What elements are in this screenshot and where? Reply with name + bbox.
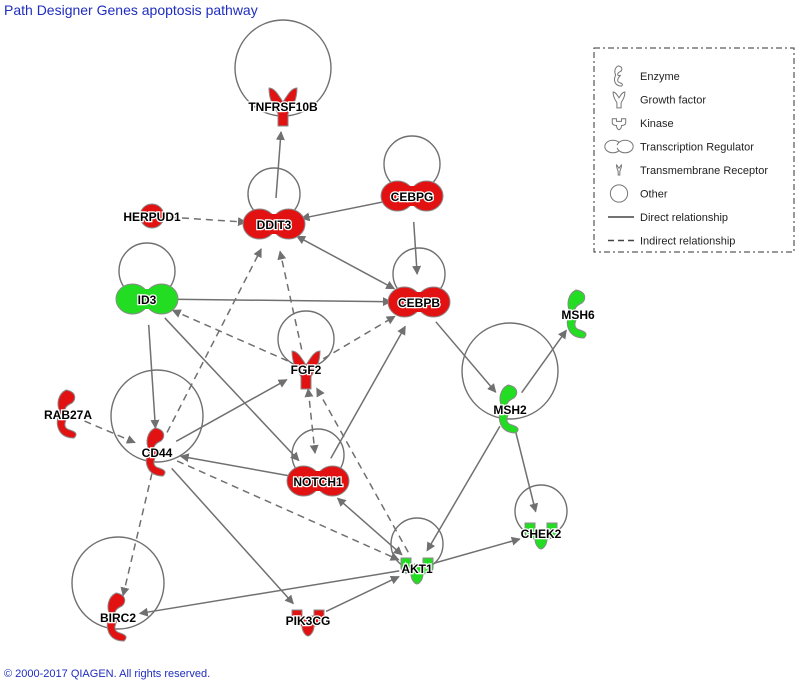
self-loop-msh2 [461, 322, 559, 420]
node-label-id3: ID3 [138, 293, 157, 307]
node-tnfrsf10b[interactable]: TNFRSF10B [247, 87, 319, 127]
edge-cd44-to-ddit3 [166, 248, 262, 433]
edge-id3-to-notch1 [164, 317, 300, 462]
legend-label-kinase: Kinase [640, 118, 674, 130]
edge-msh2-to-chek2 [514, 428, 539, 513]
edge-fgf2-to-cebpb [322, 315, 396, 360]
node-label-herpud1: HERPUD1 [123, 210, 181, 224]
node-label-msh6: MSH6 [561, 308, 595, 322]
edge-akt1-to-fgf2 [316, 387, 409, 553]
edge-fgf2-to-id3 [171, 309, 288, 362]
node-msh6[interactable]: MSH6 [560, 289, 596, 339]
node-notch1[interactable]: NOTCH1 [286, 465, 350, 497]
legend-label-indirect-line: Indirect relationship [640, 236, 735, 248]
edge-id3-to-cebpb [172, 297, 392, 307]
edge-notch1-to-akt1 [336, 497, 403, 556]
node-cebpb[interactable]: CEBPB [387, 286, 451, 318]
edge-akt1-to-chek2 [434, 536, 521, 564]
growth-factor-icon [612, 91, 626, 109]
enzyme-icon [614, 65, 623, 87]
legend-label-enzyme: Enzyme [640, 71, 680, 83]
edge-pik3cg-to-akt1 [325, 575, 400, 613]
self-loop-cd44 [110, 369, 204, 463]
edge-notch1-to-cebpb [330, 325, 406, 459]
node-label-rab27a: RAB27A [44, 408, 92, 422]
edge-ddit3-to-tnfrsf10b [275, 131, 285, 199]
legend-item-transmembrane-receptor: Transmembrane Receptor [615, 164, 768, 177]
edge-rab27a-to-cd44 [84, 420, 136, 444]
node-label-notch1: NOTCH1 [293, 475, 343, 489]
node-chek2[interactable]: CHEK2 [519, 522, 563, 550]
edge-fgf2-to-notch1 [304, 387, 319, 455]
edge-cebpg-to-ddit3 [300, 200, 387, 222]
legend-item-other: Other [609, 184, 668, 203]
node-label-akt1: AKT1 [401, 562, 433, 576]
node-label-tnfrsf10b: TNFRSF10B [248, 100, 318, 114]
other-icon [609, 184, 629, 203]
node-label-msh2: MSH2 [493, 403, 527, 417]
legend-item-indirect-line: Indirect relationship [608, 236, 735, 248]
node-fgf2[interactable]: FGF2 [289, 350, 323, 390]
page-title: Path Designer Genes apoptosis pathway [4, 2, 258, 18]
copyright-notice: © 2000-2017 QIAGEN. All rights reserved. [4, 668, 211, 680]
legend-item-enzyme: Enzyme [614, 65, 680, 87]
edge-notch1-to-cd44 [179, 453, 293, 478]
edge-id3-to-cd44 [147, 324, 160, 429]
node-label-cebpg: CEBPG [391, 190, 434, 204]
edge-cebpg-to-cebpb [412, 221, 422, 275]
edge-herpud1-to-ddit3 [169, 216, 247, 227]
node-cd44[interactable]: CD44 [140, 427, 174, 477]
node-akt1[interactable]: AKT1 [400, 557, 434, 585]
node-label-birc2: BIRC2 [100, 611, 136, 625]
node-rab27a[interactable]: RAB27A [43, 389, 94, 439]
legend-label-other: Other [640, 189, 668, 201]
edge-cebpb-to-msh2 [435, 321, 497, 393]
node-birc2[interactable]: BIRC2 [99, 592, 138, 642]
legend-item-direct-line: Direct relationship [608, 212, 728, 224]
edge-ddit3-to-cebpb [296, 235, 396, 290]
node-ddit3[interactable]: DDIT3 [242, 208, 306, 240]
edge-cd44-to-pik3cg [171, 467, 294, 605]
self-loop-birc2 [71, 536, 165, 630]
node-label-cebpb: CEBPB [398, 296, 440, 310]
node-msh2[interactable]: MSH2 [492, 384, 528, 434]
legend-label-growth-factor: Growth factor [640, 95, 706, 107]
node-label-pik3cg: PIK3CG [286, 614, 331, 628]
legend-item-kinase: Kinase [611, 118, 674, 131]
transmembrane-receptor-icon [615, 164, 623, 176]
node-pik3cg[interactable]: PIK3CG [284, 609, 332, 637]
edge-cd44-to-akt1 [176, 460, 400, 561]
legend-label-transcription-regulator: Transcription Regulator [640, 142, 754, 154]
transcription-regulator-icon [604, 139, 634, 154]
kinase-icon [611, 118, 627, 131]
edge-cd44-to-birc2 [120, 473, 153, 597]
node-label-cd44: CD44 [142, 446, 173, 460]
node-label-ddit3: DDIT3 [257, 218, 292, 232]
legend-item-transcription-regulator: Transcription Regulator [604, 139, 754, 154]
edge-akt1-to-birc2 [138, 570, 400, 617]
legend-item-growth-factor: Growth factor [612, 91, 706, 109]
node-label-chek2: CHEK2 [521, 527, 562, 541]
node-cebpg[interactable]: CEBPG [380, 180, 444, 212]
node-label-fgf2: FGF2 [291, 363, 322, 377]
legend-label-transmembrane-receptor: Transmembrane Receptor [640, 165, 768, 177]
self-loop-fgf2 [277, 310, 335, 368]
edge-cd44-to-fgf2 [175, 379, 288, 442]
node-id3[interactable]: ID3 [115, 283, 179, 315]
edge-fgf2-to-ddit3 [277, 250, 303, 350]
edge-msh2-to-msh6 [521, 329, 567, 394]
legend-label-direct-line: Direct relationship [640, 212, 728, 224]
node-herpud1[interactable]: HERPUD1 [122, 203, 182, 229]
edge-msh2-to-akt1 [426, 425, 501, 552]
